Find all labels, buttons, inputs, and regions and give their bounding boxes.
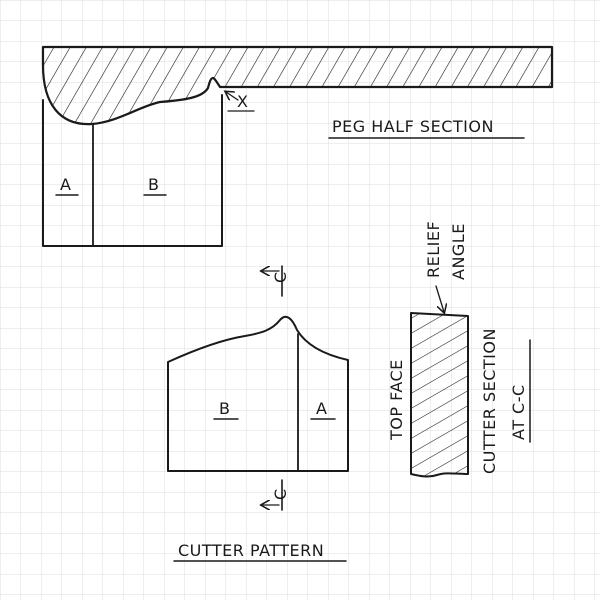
cutter-section: RELIEF ANGLE TOP FACE CUTTER SECTION AT … [387, 221, 531, 478]
section-mark-top-label: C [271, 271, 290, 283]
peg-label-b: B [148, 175, 159, 194]
peg-profile-outline [42, 94, 223, 247]
top-face-label: TOP FACE [387, 359, 406, 441]
cutter-section-hatched [410, 312, 469, 478]
relief-label: RELIEF [424, 221, 443, 278]
x-leader-arrow [226, 92, 239, 100]
section-mark-bottom-label: C [271, 488, 290, 500]
cutter-label-b: B [219, 399, 230, 418]
angle-label: ANGLE [449, 223, 468, 280]
peg-half-section-title: PEG HALF SECTION [332, 117, 494, 136]
peg-half-section: A B X PEG HALF SECTION [41, 45, 554, 247]
x-mark-label: X [237, 92, 248, 111]
at-c-c-label: AT C-C [509, 384, 528, 440]
peg-section-hatched [41, 45, 554, 126]
cutter-pattern: B A C C CUTTER PATTERN [167, 265, 349, 562]
cutter-pattern-title: CUTTER PATTERN [178, 541, 324, 560]
relief-angle-leader [435, 285, 444, 312]
cutter-label-a: A [316, 399, 327, 418]
cutter-section-label: CUTTER SECTION [480, 328, 499, 474]
cutter-pattern-outline [167, 315, 349, 472]
peg-label-a: A [60, 175, 71, 194]
